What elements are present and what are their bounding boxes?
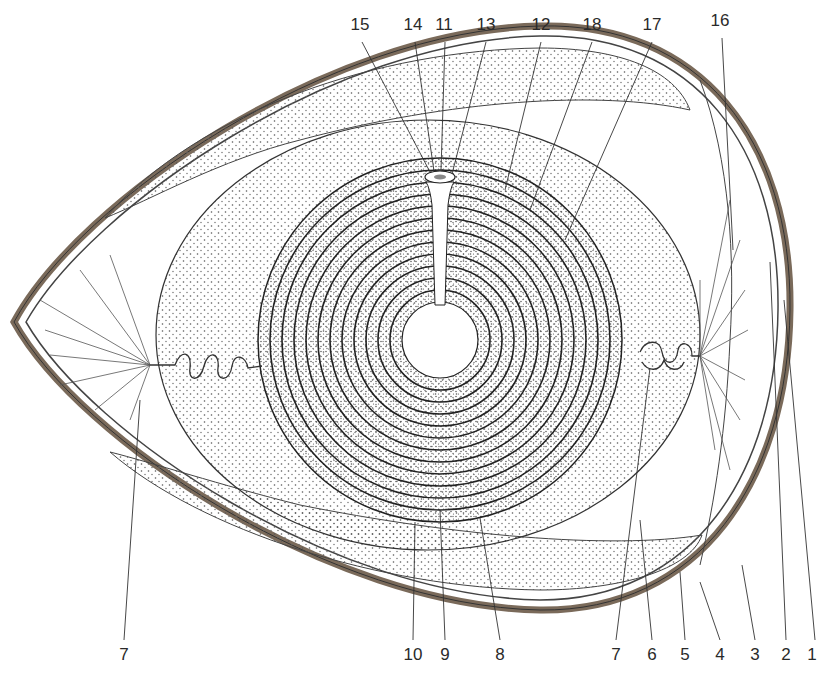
callout-number: 12 (532, 16, 551, 33)
callout-number: 9 (440, 646, 449, 663)
air-cell (700, 80, 732, 565)
callout-number: 1 (807, 646, 816, 663)
callout-number: 10 (404, 646, 423, 663)
callout-number: 15 (351, 16, 370, 33)
callout-number: 3 (750, 646, 759, 663)
dense-albumen (156, 120, 700, 550)
callout-number: 14 (404, 16, 423, 33)
chalaza (150, 342, 700, 378)
callout-number: 7 (611, 646, 620, 663)
shell (14, 26, 790, 610)
callout-number: 7 (119, 646, 128, 663)
callout-number: 4 (715, 646, 724, 663)
chalaza-fibres (40, 200, 748, 470)
callout-number: 11 (435, 16, 453, 33)
callout-number: 16 (711, 12, 730, 29)
callout-number: 5 (680, 646, 689, 663)
leader-lines (124, 38, 815, 640)
callout-number: 18 (583, 16, 602, 33)
callout-number: 17 (643, 16, 662, 33)
yolk (258, 158, 622, 522)
callout-number: 2 (781, 646, 790, 663)
callout-number: 6 (647, 646, 656, 663)
callout-number: 8 (495, 646, 504, 663)
callout-number: 13 (477, 16, 496, 33)
shell-membrane (26, 36, 778, 600)
